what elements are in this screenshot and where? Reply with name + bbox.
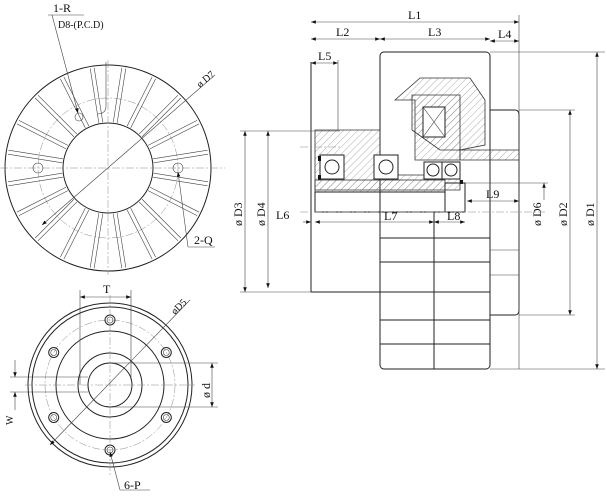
cooling-fin [18,120,69,146]
housing-fins [380,237,490,345]
cooling-fin [37,94,78,135]
bolt-hole-inner [162,349,170,356]
cooling-fin [153,176,208,187]
cooling-fin [8,176,63,187]
side-hole-label: 2-Q [194,233,213,247]
cooling-fin [8,149,63,160]
cooling-fin [89,213,100,268]
dim-D2: ø D2 [556,202,570,226]
key-width-label: W [5,415,16,425]
mounting-hole [74,112,84,122]
cooling-fin [149,123,200,150]
bolt-hole [160,412,172,423]
cooling-fin [141,97,182,138]
cooling-fin [63,76,90,127]
cooling-fin [60,78,86,129]
dim-D3: ø D3 [231,202,245,226]
cooling-fin [89,68,100,123]
cooling-fin [130,207,156,258]
cooling-fin [116,213,127,268]
bolt-hole-inner [50,349,58,356]
dim-L1: L1 [408,8,421,22]
cooling-fin [126,76,153,127]
cooling-fin [7,153,63,164]
dim-D1: ø D1 [583,202,597,226]
width-label: T [103,282,111,296]
bearings [318,154,463,184]
cooling-fin [116,68,127,123]
dim-L8: L8 [447,209,460,223]
cooling-fin [149,186,200,213]
bolt-hole-inner [162,414,170,421]
bolt-hole-inner [50,414,58,421]
bolt-hole [48,412,60,423]
cooling-fin [16,123,67,150]
cooling-fin [112,67,123,123]
cooling-fin [138,94,179,135]
cooling-fin [7,172,63,183]
dimensions [240,15,605,370]
flange-view: W T øD5 ø d 6-P [5,282,218,492]
dim-L7: L7 [384,209,397,223]
cooling-fin [147,120,198,146]
cooling-fin [153,153,209,164]
pcd-label: D8-(P.C.D) [58,20,104,31]
cooling-fin [34,97,75,138]
cooling-fin [138,201,179,242]
cooling-fin [18,190,69,216]
cooling-fin [141,198,182,239]
dim-D6: ø D6 [530,202,544,226]
section-view: L1 L2 L3 L4 L5 L6 L7 L8 L9 ø D3 ø D4 ø D… [231,8,605,370]
flange-dia-label: øD5 [169,297,189,317]
cooling-fin [34,198,75,239]
dim-L3: L3 [428,25,441,39]
bolt-label: 6-P [124,478,141,492]
dim-L9: L9 [486,187,499,201]
side-hole-left [32,162,44,174]
bolt-hole [48,347,60,358]
cooling-fin [16,186,67,213]
outer-dia-label: ø D7 [195,69,217,90]
dim-L2: L2 [336,25,349,39]
cooling-fin [126,209,153,260]
dim-L5: L5 [318,49,331,63]
cooling-fin [60,207,86,258]
cooling-fin [112,213,123,269]
bolt-hole [160,347,172,358]
dim-D4: ø D4 [254,202,268,226]
cooling-fins [7,67,209,269]
dim-L4: L4 [498,27,511,41]
cooling-fin [130,78,156,129]
cooling-fin [37,201,78,242]
housing [379,51,491,370]
dim-L6: L6 [276,208,289,222]
cooling-fin [63,209,90,260]
cooling-fin [147,190,198,216]
bore-label: ø d [199,383,213,398]
cooling-fin [93,213,104,269]
hole-label: 1-R [53,1,71,15]
cooling-fin [153,172,209,183]
front-view: 1-R D8-(P.C.D) ø D7 2-Q [0,1,225,275]
cooling-fin [153,149,208,160]
